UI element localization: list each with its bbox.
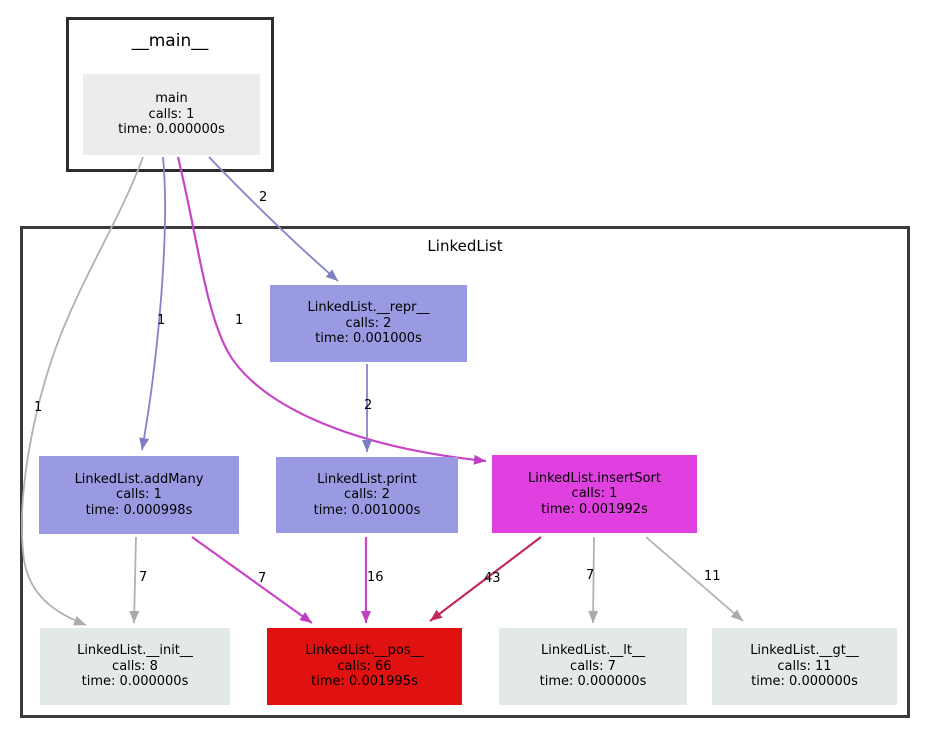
edge-label-insertsort-pos: 43: [484, 571, 501, 586]
edge-label-insertsort-lt: 7: [586, 568, 595, 583]
node-pos-name: LinkedList.__pos__: [305, 643, 424, 659]
node-linkedlist-pos: LinkedList.__pos__ calls: 66 time: 0.001…: [267, 628, 462, 705]
node-print-name: LinkedList.print: [317, 471, 417, 487]
edge-label-addmany-pos: 7: [258, 571, 267, 586]
node-lt-name: LinkedList.__lt__: [541, 643, 645, 659]
node-linkedlist-init: LinkedList.__init__ calls: 8 time: 0.000…: [40, 628, 230, 705]
node-lt-time: time: 0.000000s: [539, 674, 647, 690]
node-main: main calls: 1 time: 0.000000s: [83, 74, 260, 155]
edge-label-main-addmany: 1: [157, 313, 166, 328]
node-main-name: main: [155, 91, 188, 107]
node-insertsort-name: LinkedList.insertSort: [528, 470, 661, 486]
node-linkedlist-lt: LinkedList.__lt__ calls: 7 time: 0.00000…: [499, 628, 687, 705]
node-gt-calls: calls: 11: [777, 658, 832, 674]
node-init-time: time: 0.000000s: [81, 674, 189, 690]
node-gt-name: LinkedList.__gt__: [750, 643, 859, 659]
node-linkedlist-repr: LinkedList.__repr__ calls: 2 time: 0.001…: [270, 285, 467, 362]
node-linkedlist-gt: LinkedList.__gt__ calls: 11 time: 0.0000…: [712, 628, 897, 705]
node-insertsort-time: time: 0.001992s: [541, 501, 648, 517]
edge-label-addmany-init: 7: [139, 570, 148, 585]
node-print-time: time: 0.001000s: [313, 502, 421, 518]
node-pos-time: time: 0.001995s: [311, 674, 418, 690]
node-insertsort-calls: calls: 1: [571, 486, 618, 502]
node-main-time: time: 0.000000s: [118, 122, 225, 138]
node-addmany-time: time: 0.000998s: [85, 502, 193, 518]
edge-label-main-repr: 2: [259, 190, 268, 205]
node-repr-name: LinkedList.__repr__: [307, 300, 430, 316]
node-init-name: LinkedList.__init__: [77, 643, 193, 659]
node-linkedlist-insertsort: LinkedList.insertSort calls: 1 time: 0.0…: [492, 455, 697, 533]
edge-label-main-init: 1: [34, 400, 43, 415]
cluster-main: __main__: [66, 17, 274, 172]
node-addmany-calls: calls: 1: [116, 487, 162, 503]
cluster-main-title: __main__: [131, 31, 209, 51]
node-gt-time: time: 0.000000s: [751, 674, 858, 690]
node-linkedlist-addmany: LinkedList.addMany calls: 1 time: 0.0009…: [39, 456, 239, 534]
node-main-calls: calls: 1: [148, 106, 195, 122]
node-pos-calls: calls: 66: [337, 658, 392, 674]
cluster-linkedlist-title: LinkedList: [427, 237, 503, 255]
edge-label-main-insertsort: 1: [235, 313, 244, 328]
edge-label-print-pos: 16: [367, 570, 384, 585]
node-lt-calls: calls: 7: [570, 658, 616, 674]
node-addmany-name: LinkedList.addMany: [74, 471, 204, 487]
node-repr-time: time: 0.001000s: [315, 331, 422, 347]
edge-label-repr-print: 2: [364, 398, 373, 413]
node-repr-calls: calls: 2: [345, 315, 392, 331]
node-linkedlist-print: LinkedList.print calls: 2 time: 0.001000…: [276, 457, 458, 533]
edge-label-insertsort-gt: 11: [704, 569, 721, 584]
node-print-calls: calls: 2: [344, 487, 390, 503]
node-init-calls: calls: 8: [112, 658, 158, 674]
